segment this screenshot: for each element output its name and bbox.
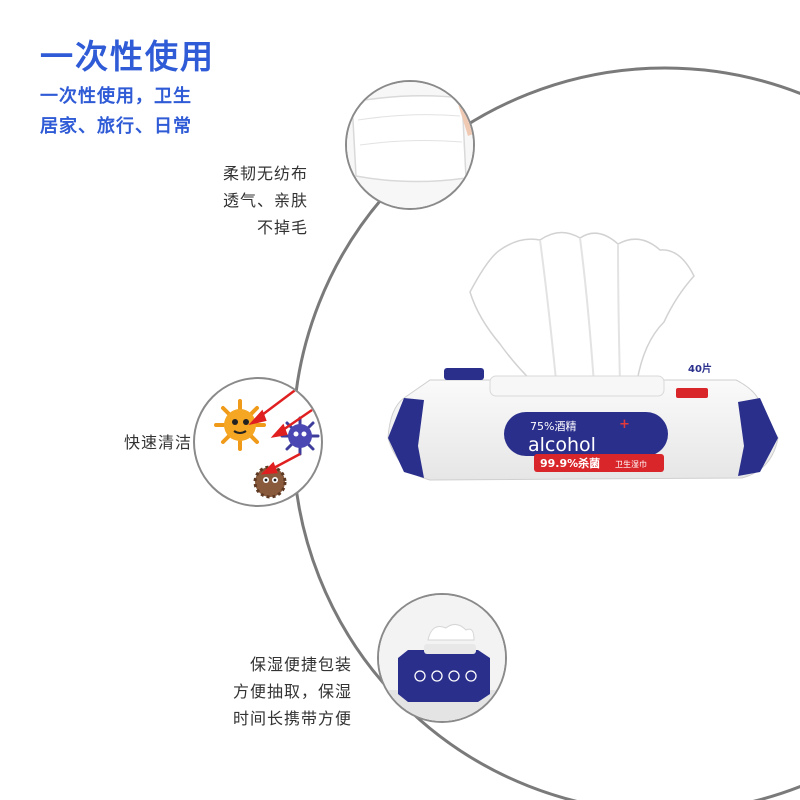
germ-icons [193,377,323,507]
wipes-package: 40片 75%酒精 alcohol + 99.9%杀菌 卫生湿巾 [387,231,779,481]
kill-rate-strip [534,454,664,472]
subtitle-line-1: 一次性使用，卫生 [40,86,192,107]
feature-soft-nonwoven: 柔韧无纺布 透气、亲肤 不掉毛 [223,160,308,241]
wipes-pack-photo [377,593,507,723]
feature-line: 透气、亲肤 [222,191,308,210]
feature-quick-clean: 快速清洁 [124,429,192,456]
feature-line: 时间长携带方便 [232,709,352,728]
brand-label: alcohol [528,434,596,456]
feature-line: 不掉毛 [256,218,308,237]
feature-line: 快速清洁 [123,433,192,452]
pack-label-badge [504,412,668,456]
kill-rate-label: 99.9%杀菌 [540,456,600,470]
product-name-label: 卫生湿巾 [615,459,647,469]
pack-count-label: 40片 [688,362,712,375]
feature-line: 方便抽取，保湿 [232,682,352,701]
feature-line: 保湿便捷包装 [249,655,352,674]
feature-line: 柔韧无纺布 [222,164,308,183]
cross-mark: + [619,417,630,432]
alcohol-percent-label: 75%酒精 [530,420,576,433]
subtitle-line-2: 居家、旅行、日常 [40,116,192,137]
feature-moisture-pack: 保湿便捷包装 方便抽取，保湿 时间长携带方便 [233,651,352,732]
page-title: 一次性使用 [40,37,215,76]
wipe-sheet-photo [345,80,475,210]
